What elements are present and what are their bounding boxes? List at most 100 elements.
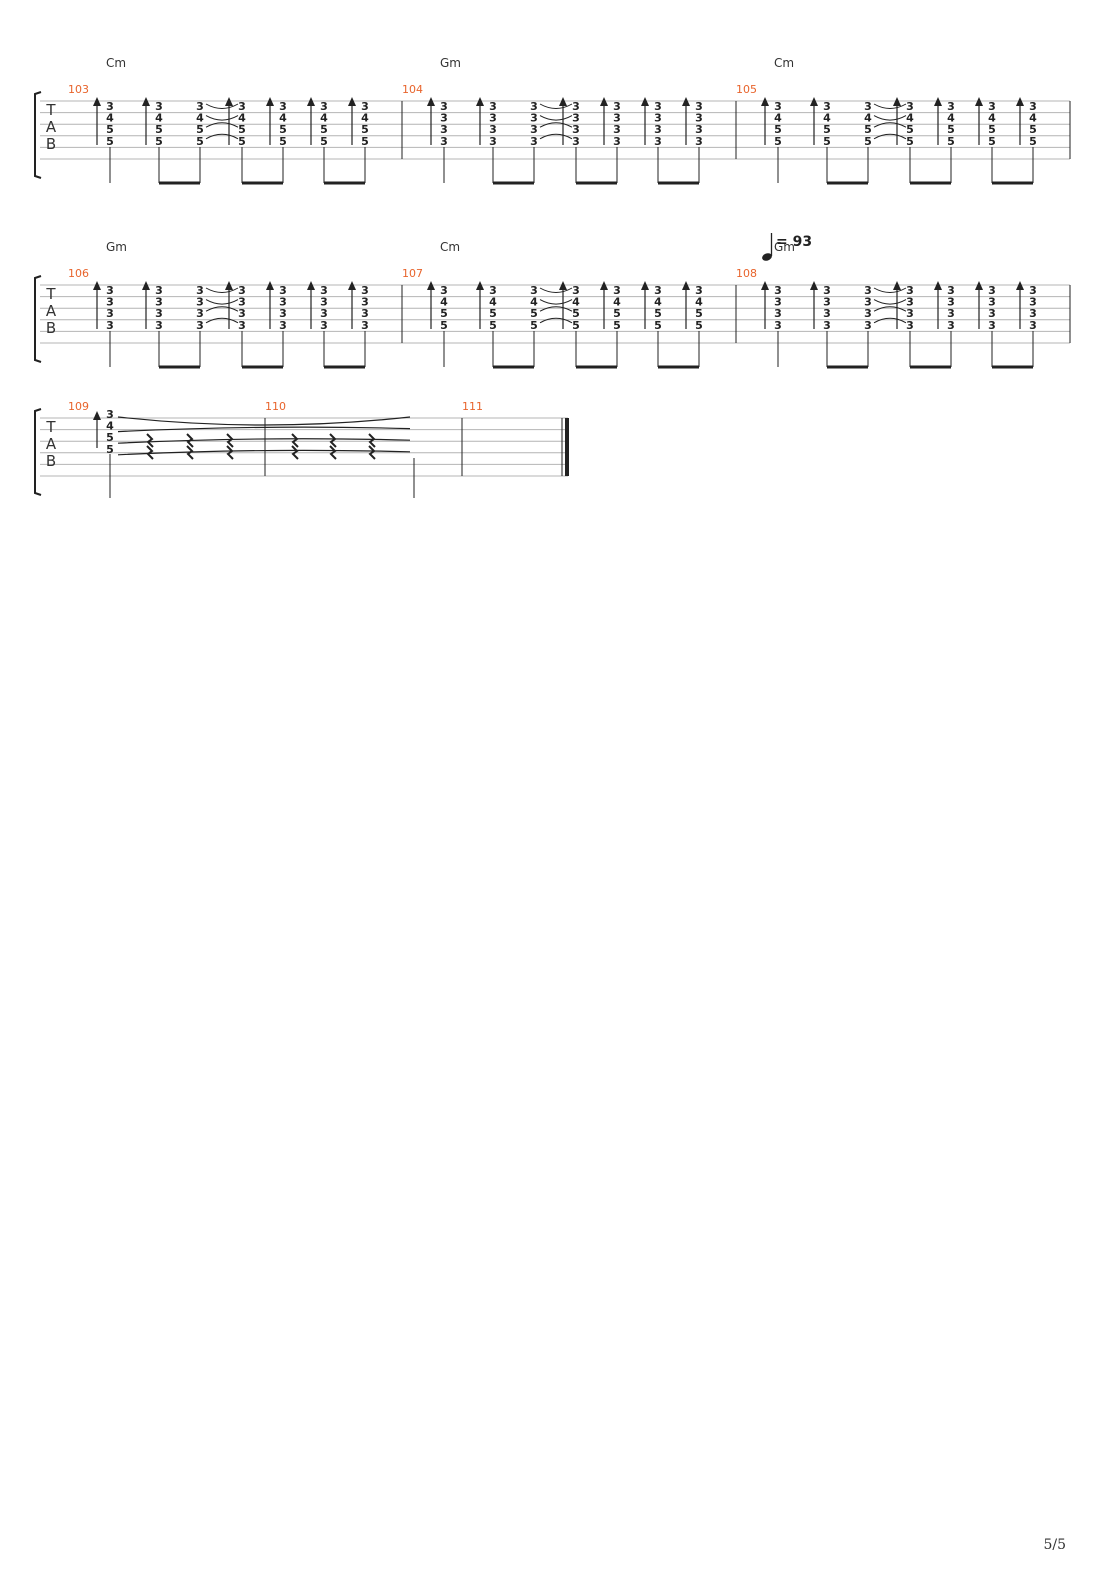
tie-arc (117, 449, 411, 456)
fret-number: 5 (572, 307, 580, 320)
fret-number: 5 (361, 135, 369, 148)
fret-number: 4 (530, 296, 538, 309)
fret-number: 3 (906, 100, 914, 113)
fret-number: 4 (906, 112, 914, 125)
tab-clef-letter: A (46, 302, 57, 320)
tie-arc (205, 122, 239, 128)
upstroke-arrow-icon (142, 281, 150, 290)
fret-number: 5 (106, 123, 114, 136)
fret-number: 5 (695, 307, 703, 320)
tab-clef-letter: A (46, 118, 57, 136)
tab-clef-letter: B (46, 319, 56, 337)
fret-number: 3 (654, 112, 662, 125)
fret-number: 3 (613, 123, 621, 136)
fret-number: 3 (238, 319, 246, 332)
fret-number: 3 (320, 100, 328, 113)
measure-110: 110 (265, 400, 463, 476)
fret-number: 3 (196, 100, 204, 113)
chord-name: Gm (106, 240, 127, 254)
upstroke-arrow-icon (810, 281, 818, 290)
fret-number: 3 (106, 408, 114, 421)
chord-name: Gm (774, 240, 795, 254)
fret-number: 5 (106, 135, 114, 148)
fret-number: 5 (320, 123, 328, 136)
fret-number: 3 (654, 100, 662, 113)
fret-number: 5 (279, 123, 287, 136)
fret-number: 4 (695, 296, 703, 309)
fret-number: 4 (572, 296, 580, 309)
fret-number: 5 (774, 135, 782, 148)
fret-number: 3 (155, 296, 163, 309)
fret-number: 5 (238, 135, 246, 148)
upstroke-arrow-icon (1016, 281, 1024, 290)
fret-number: 3 (440, 284, 448, 297)
fret-number: 3 (279, 319, 287, 332)
fret-number: 5 (695, 319, 703, 332)
measure-number: 110 (265, 400, 286, 413)
fret-number: 3 (572, 135, 580, 148)
chord-name: Cm (774, 56, 794, 70)
fret-number: 3 (823, 284, 831, 297)
fret-number: 5 (440, 307, 448, 320)
rest-icon (329, 445, 337, 460)
upstroke-arrow-icon (810, 97, 818, 106)
upstroke-arrow-icon (975, 281, 983, 290)
fret-number: 3 (440, 135, 448, 148)
tie-arc (205, 306, 239, 312)
upstroke-arrow-icon (1016, 97, 1024, 106)
tie-arc (205, 299, 239, 305)
tie-arc (873, 287, 907, 293)
upstroke-arrow-icon (761, 281, 769, 290)
fret-number: 3 (572, 112, 580, 125)
tie-arc (539, 115, 573, 121)
fret-number: 3 (238, 296, 246, 309)
fret-number: 5 (906, 135, 914, 148)
fret-number: 3 (572, 284, 580, 297)
tab-clef-letter: B (46, 135, 56, 153)
upstroke-arrow-icon (307, 281, 315, 290)
fret-number: 3 (530, 284, 538, 297)
tempo-value: = 93 (776, 234, 812, 250)
fret-number: 5 (947, 123, 955, 136)
fret-number: 5 (155, 123, 163, 136)
upstroke-arrow-icon (761, 97, 769, 106)
fret-number: 3 (947, 100, 955, 113)
fret-number: 3 (279, 284, 287, 297)
fret-number: 3 (489, 100, 497, 113)
fret-number: 5 (196, 135, 204, 148)
tie-arc (205, 287, 239, 293)
fret-number: 3 (988, 100, 996, 113)
fret-number: 3 (654, 284, 662, 297)
tab-clef-letter: T (45, 101, 56, 119)
fret-number: 3 (155, 319, 163, 332)
fret-number: 3 (864, 100, 872, 113)
fret-number: 5 (440, 319, 448, 332)
fret-number: 5 (106, 443, 114, 456)
fret-number: 5 (196, 123, 204, 136)
system-bracket (34, 91, 42, 179)
upstroke-arrow-icon (893, 281, 901, 290)
tie-arc (539, 133, 573, 140)
fret-number: 3 (155, 307, 163, 320)
fret-number: 3 (774, 319, 782, 332)
fret-number: 3 (196, 296, 204, 309)
fret-number: 3 (238, 284, 246, 297)
fret-number: 3 (440, 112, 448, 125)
system-2: TAB106Gm3333333333333333333333333333107C… (34, 233, 1071, 369)
fret-number: 4 (320, 112, 328, 125)
measure-number: 103 (68, 83, 89, 96)
fret-number: 3 (774, 284, 782, 297)
fret-number: 4 (489, 296, 497, 309)
fret-number: 4 (106, 112, 114, 125)
upstroke-arrow-icon (559, 281, 567, 290)
fret-number: 5 (823, 123, 831, 136)
fret-number: 3 (654, 135, 662, 148)
fret-number: 3 (947, 319, 955, 332)
fret-number: 3 (155, 284, 163, 297)
tie-arc (117, 426, 411, 433)
fret-number: 4 (440, 296, 448, 309)
